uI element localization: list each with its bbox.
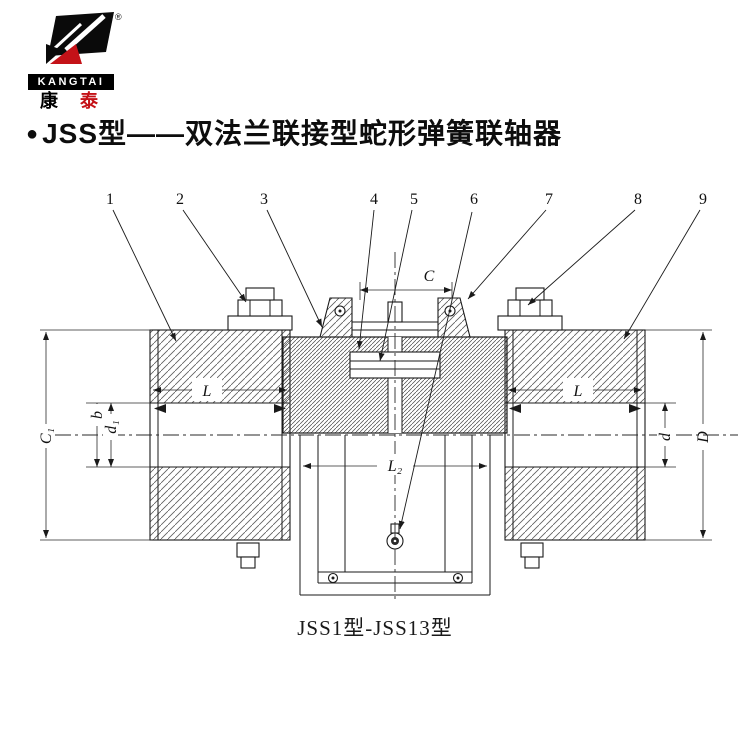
title-bullet: ●	[26, 123, 40, 145]
emblem-lightning-stripe-2	[53, 22, 83, 50]
callout-5: 5	[378, 191, 418, 362]
cover-clamp-right	[437, 297, 471, 338]
dim-d-group: d	[645, 402, 676, 468]
callout-6: 6	[398, 191, 478, 530]
callout-6-label: 6	[470, 191, 478, 208]
dim-C: C	[424, 268, 435, 285]
centerlines	[55, 252, 738, 602]
dim-D-group: D	[645, 329, 712, 541]
callout-8: 8	[527, 191, 642, 306]
section-arrow	[274, 404, 286, 413]
callout-1: 1	[106, 191, 177, 342]
dim-d: d	[657, 432, 674, 441]
left-bottom-bolt	[236, 542, 260, 569]
brand-name: KANGTAI	[37, 76, 105, 88]
callout-4: 4	[356, 191, 378, 350]
callout-9: 9	[623, 191, 707, 340]
callout-7-label: 7	[545, 191, 553, 208]
callout-2: 2	[176, 191, 247, 303]
callout-3: 3	[260, 191, 323, 328]
registered-mark: ®	[115, 12, 122, 22]
brand-name-chinese: 康泰	[40, 91, 154, 111]
dim-C1: C₁	[38, 428, 55, 444]
dim-d1: d₁	[103, 420, 120, 434]
brand-cn-first: 康	[40, 91, 80, 111]
left-flange-bolt	[227, 287, 293, 331]
dim-L-left: L	[202, 383, 212, 400]
callout-9-label: 9	[699, 191, 707, 208]
brand-cn-second: 泰	[80, 91, 120, 111]
emblem-lightning-stripe	[64, 14, 106, 52]
title-text: JSS型——双法兰联接型蛇形弹簧联轴器	[42, 118, 563, 149]
cover-clamp-left	[319, 297, 353, 338]
callout-1-label: 1	[106, 191, 114, 208]
section-arrow	[509, 404, 521, 413]
dim-b: b	[89, 411, 106, 419]
emblem-black-triangle	[46, 44, 62, 64]
callout-4-label: 4	[370, 191, 378, 208]
brand-logo: ® KANGTAI 康泰	[24, 6, 154, 111]
dim-L2-group: L₂	[303, 454, 487, 475]
callout-5-label: 5	[410, 191, 418, 208]
brand-emblem: ®	[46, 12, 122, 64]
dim-L2: L₂	[387, 458, 403, 475]
dim-L-right: L	[573, 383, 583, 400]
callout-7: 7	[467, 191, 553, 300]
coupling-section-drawing: L L	[38, 191, 738, 602]
emblem-red-triangle	[50, 44, 82, 64]
dim-C1-group: C₁	[38, 329, 152, 541]
right-flange-bolt	[497, 287, 563, 331]
figure-caption: JSS1型-JSS13型	[297, 616, 453, 640]
brand-name-bar: KANGTAI	[28, 74, 114, 90]
section-arrow	[629, 404, 641, 413]
dim-b-d1-group: b d₁	[86, 402, 150, 468]
callout-3-label: 3	[260, 191, 268, 208]
callout-2-label: 2	[176, 191, 184, 208]
callout-8-label: 8	[634, 191, 642, 208]
dim-C-group: C	[359, 268, 453, 300]
section-arrow	[154, 404, 166, 413]
page-title: ●JSS型——双法兰联接型蛇形弹簧联轴器	[26, 112, 562, 152]
dim-D: D	[695, 431, 712, 444]
right-bottom-bolt	[520, 542, 544, 569]
